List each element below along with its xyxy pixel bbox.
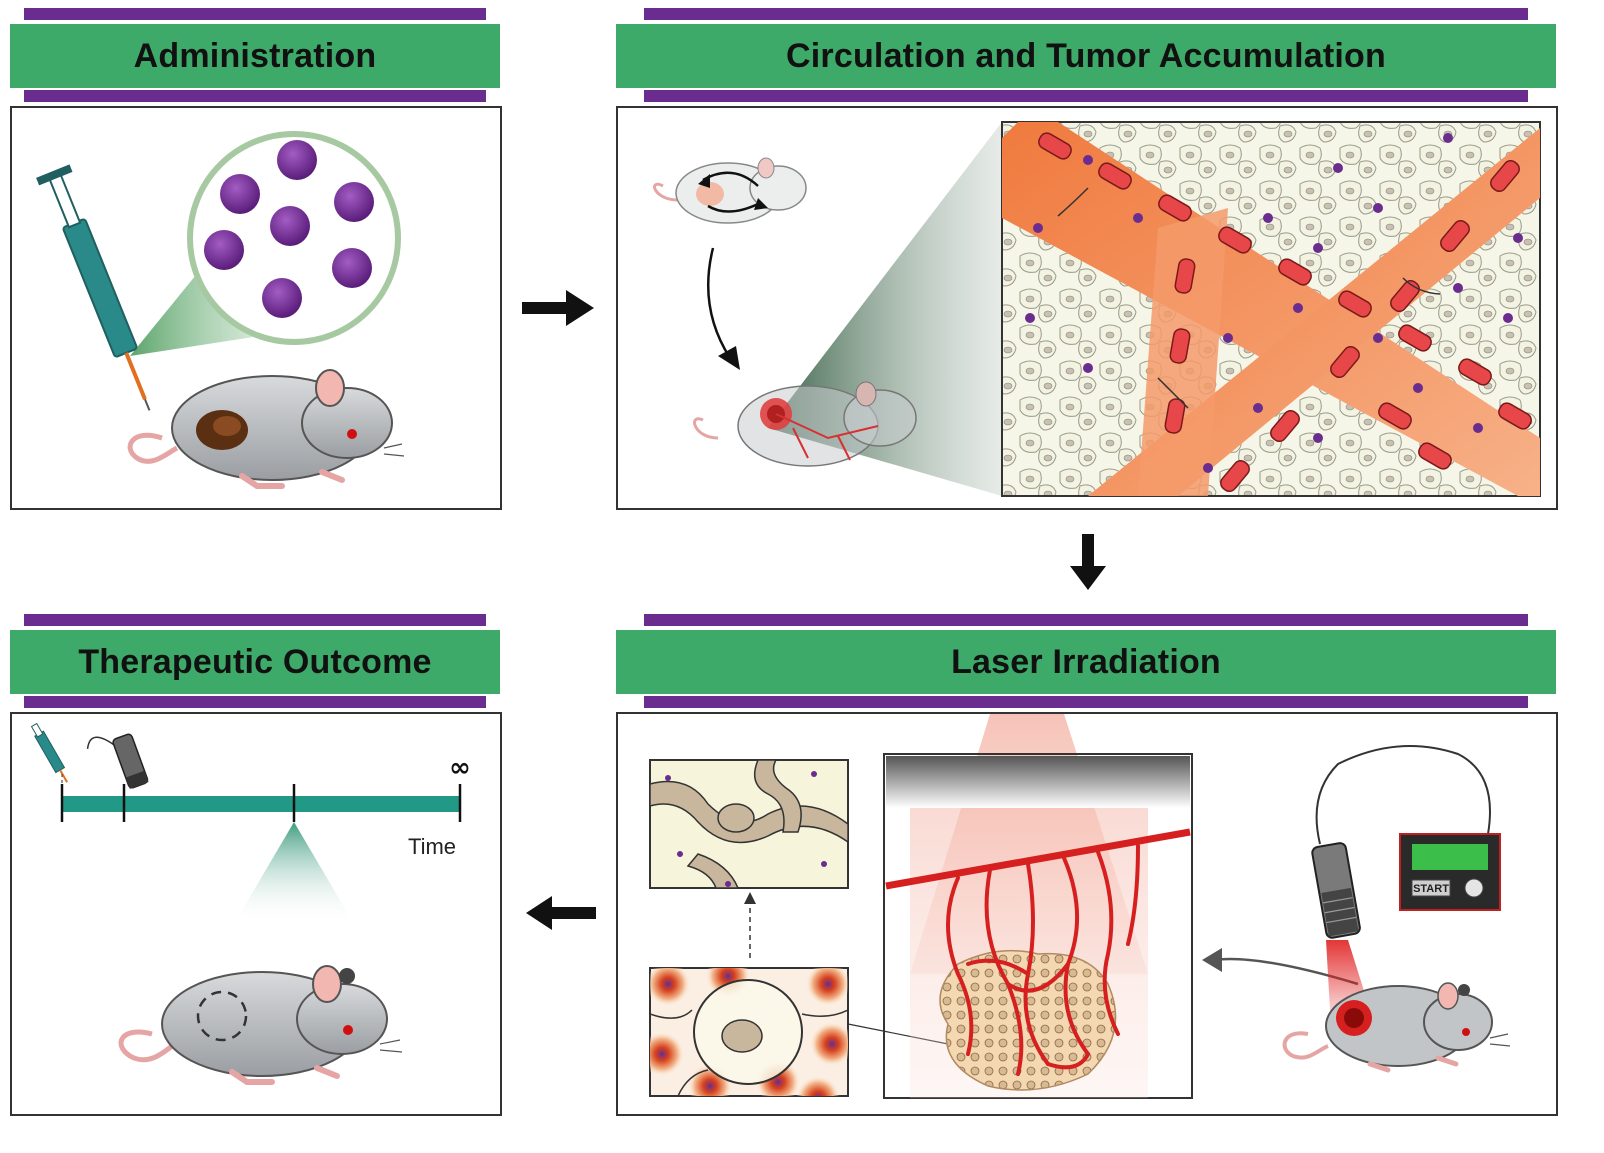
arrow-left-icon (526, 896, 596, 930)
nanoparticle (277, 140, 317, 180)
time-cone (234, 822, 354, 924)
nanoparticle (332, 248, 372, 288)
header-top-stripe (24, 614, 486, 626)
arrow-left-icon (1202, 948, 1222, 972)
laser-device-icon (1311, 842, 1361, 939)
tumor-tissue-zoom (1001, 121, 1541, 497)
nanoparticle-zoom (187, 131, 401, 345)
mouse-icon (1282, 982, 1511, 1073)
control-box-icon[interactable]: START (1315, 745, 1501, 911)
header-bottom-stripe (644, 696, 1528, 708)
header-top-stripe (644, 614, 1528, 626)
nanoparticle-heating-tissue (649, 967, 849, 1097)
administration-illustration (10, 106, 502, 510)
mouse-icon (693, 381, 917, 467)
panel-title-laser: Laser Irradiation (616, 630, 1556, 694)
mouse-icon (127, 369, 405, 489)
skin-layer (886, 756, 1190, 808)
header-bottom-stripe (24, 90, 486, 102)
header-bottom-stripe (24, 696, 486, 708)
header-top-stripe (644, 8, 1528, 20)
laser-illustration: START (616, 712, 1558, 1116)
syringe-icon (30, 722, 68, 783)
start-button-label: START (1413, 883, 1449, 895)
mouse-icon (653, 157, 807, 224)
timeline-bar (62, 796, 460, 812)
dial-knob[interactable] (1464, 878, 1484, 898)
header-top-stripe (24, 8, 486, 20)
nanoparticle (204, 230, 244, 270)
after-treatment-tissue (649, 759, 849, 889)
nanoparticle (334, 182, 374, 222)
start-button[interactable] (1411, 879, 1451, 897)
infinity-symbol: ∞ (449, 753, 471, 783)
mouse-icon (118, 965, 403, 1085)
laser-device-icon (86, 733, 149, 789)
panel-title-circulation: Circulation and Tumor Accumulation (616, 24, 1556, 88)
header-bottom-stripe (644, 90, 1528, 102)
arrow-down-icon (1070, 534, 1106, 590)
tumor-cross-section (883, 753, 1193, 1099)
nanoparticle (262, 278, 302, 318)
panel-title-outcome: Therapeutic Outcome (10, 630, 500, 694)
arrow-down-icon (718, 346, 740, 370)
nanoparticle (220, 174, 260, 214)
nanoparticle (270, 206, 310, 246)
blood-vessel (885, 828, 1191, 890)
circulation-illustration (616, 106, 1558, 510)
panel-title-administration: Administration (10, 24, 500, 88)
time-axis-label: Time (408, 834, 456, 859)
arrow-right-icon (522, 290, 594, 326)
syringe-icon (36, 164, 151, 411)
outcome-illustration: ∞ Time (10, 712, 502, 1116)
